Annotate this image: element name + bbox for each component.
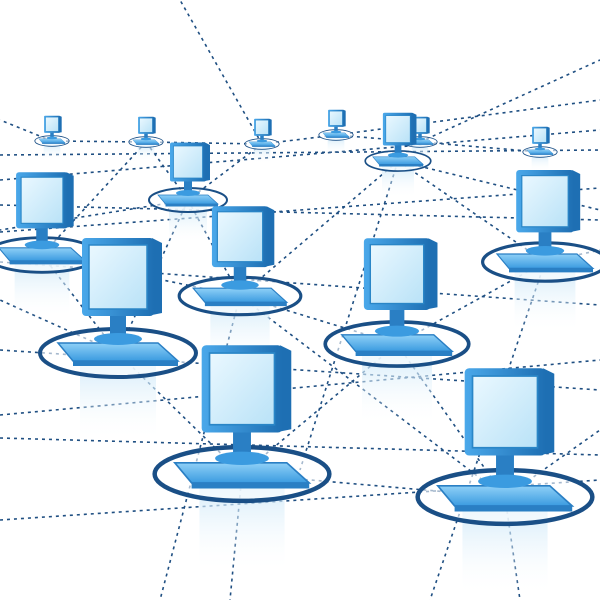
computer-icon [152, 345, 332, 573]
network-link [0, 149, 600, 156]
network-link [0, 187, 600, 233]
network-link [0, 129, 600, 181]
network-link [159, 295, 241, 600]
computer-icon [318, 109, 354, 155]
network-link [419, 59, 600, 143]
network-link [0, 204, 600, 221]
network-link [41, 141, 147, 256]
computer-icon [481, 170, 600, 333]
computer-icon [522, 126, 558, 172]
computer-icon [0, 172, 100, 319]
computer-icon [128, 116, 164, 162]
computer-icon [323, 238, 471, 425]
computer-icon [244, 118, 280, 164]
computer-icon [148, 142, 228, 244]
network-link [179, 0, 263, 145]
network-link [145, 141, 189, 201]
network-link [504, 429, 600, 498]
computer-icon [38, 238, 198, 441]
network-link [0, 479, 600, 521]
network-link [335, 99, 600, 136]
computer-icon [364, 112, 432, 198]
computer-icon [34, 115, 70, 161]
network-link [419, 141, 541, 153]
computer-nodes [0, 109, 600, 596]
network-link [299, 160, 399, 471]
computer-icon [415, 368, 595, 596]
network-link [261, 134, 337, 145]
